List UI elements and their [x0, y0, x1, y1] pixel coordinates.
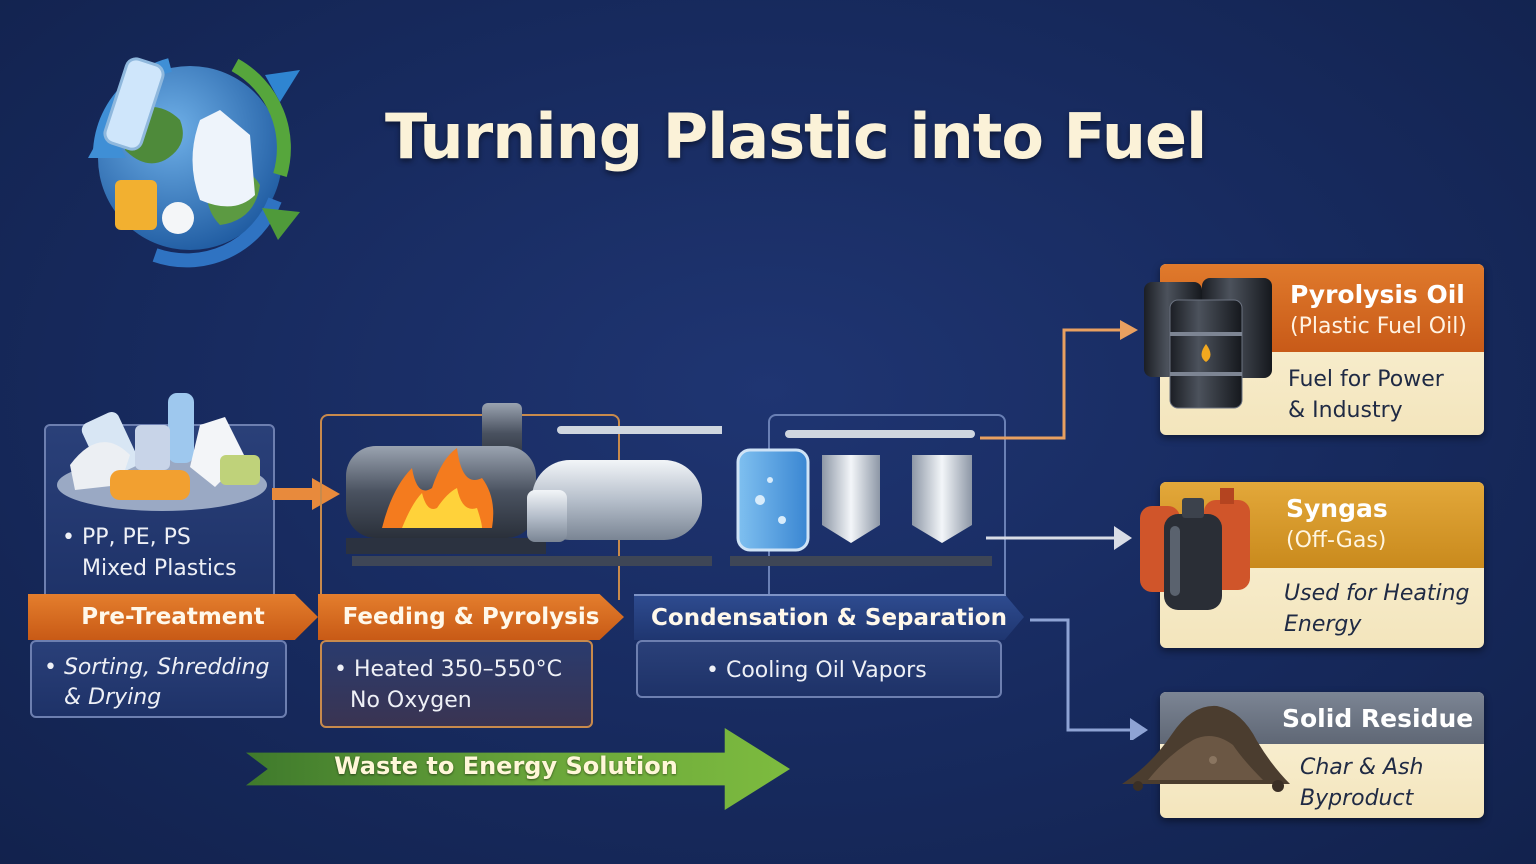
syngas-desc-line2: Energy	[1284, 612, 1362, 637]
pyrolysis-oil-desc-line1: Fuel for Power	[1288, 367, 1444, 392]
input-types-line1: • PP, PE, PS	[62, 525, 191, 550]
pyrolysis-reactor-icon	[346, 403, 722, 566]
residue-pile-icon	[1122, 705, 1290, 792]
solid-residue-desc-line2: Byproduct	[1300, 786, 1414, 811]
page-title: Turning Plastic into Fuel	[385, 100, 1207, 173]
output-card-syngas: Syngas (Off-Gas) Used for Heating Energy	[1160, 482, 1484, 648]
pyrolysis-detail: • Heated 350–550°C No Oxygen	[320, 640, 593, 728]
input-types-line2: Mixed Plastics	[82, 556, 237, 581]
pretreatment-detail-line1: • Sorting, Shredding	[44, 655, 270, 680]
solid-residue-desc-line1: Char & Ash	[1300, 755, 1424, 780]
condensation-detail: • Cooling Oil Vapors	[636, 640, 1002, 698]
gas-cylinders-icon	[1140, 488, 1250, 610]
syngas-desc-line1: Used for Heating	[1284, 581, 1470, 606]
stage-condensation-separation: Condensation & Separation	[634, 594, 1024, 640]
pyrolysis-oil-subtitle: (Plastic Fuel Oil)	[1290, 314, 1467, 339]
pyrolysis-detail-line2: No Oxygen	[350, 688, 472, 713]
condenser-tanks-icon	[730, 430, 992, 566]
waste-to-energy-label: Waste to Energy Solution	[334, 752, 678, 780]
stage-pretreatment: Pre-Treatment	[28, 594, 318, 640]
stage-feeding-pyrolysis: Feeding & Pyrolysis	[318, 594, 624, 640]
condensation-detail-line1: • Cooling Oil Vapors	[706, 658, 927, 683]
pretreatment-detail-line2: & Drying	[64, 685, 162, 710]
syngas-title: Syngas	[1286, 494, 1388, 523]
pyrolysis-oil-desc-line2: & Industry	[1288, 398, 1403, 423]
plastic-pile-icon	[57, 393, 267, 511]
pyrolysis-detail-line1: • Heated 350–550°C	[334, 657, 562, 682]
pyrolysis-oil-title: Pyrolysis Oil	[1290, 280, 1465, 309]
input-arrow	[272, 478, 340, 510]
recycle-globe-icon	[88, 57, 300, 268]
output-flow-lines	[980, 320, 1148, 740]
pretreatment-detail: • Sorting, Shredding & Drying	[30, 640, 287, 718]
solid-residue-title: Solid Residue	[1282, 704, 1474, 733]
oil-barrels-icon	[1144, 278, 1272, 409]
syngas-subtitle: (Off-Gas)	[1286, 528, 1387, 553]
